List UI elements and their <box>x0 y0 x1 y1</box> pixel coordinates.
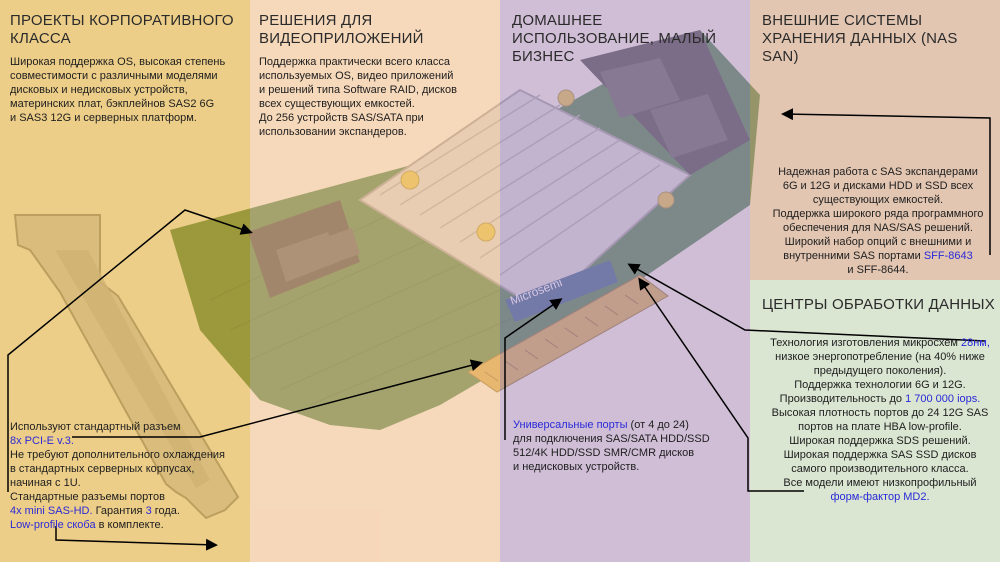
nas-ports-prefix: внутренними SAS портами <box>783 250 924 262</box>
universal-line: для подключения SAS/SATA HDD/SSD <box>513 433 710 445</box>
video-column <box>250 0 500 562</box>
feature-line: Не требуют дополнительного охлаждения <box>10 449 225 461</box>
feature-line: в стандартных серверных корпусах, <box>10 463 195 475</box>
warranty-suffix: года. <box>151 505 180 517</box>
warranty-prefix: Гарантия <box>92 505 146 517</box>
datacenter-line: Все модели имеют низкопрофильный <box>783 477 977 489</box>
video-line: использовании экспандеров. <box>259 126 407 138</box>
enterprise-line: материнских плат, бэкплейнов SAS2 6G <box>10 98 215 110</box>
universal-line: и недисковых устройств. <box>513 461 640 473</box>
tech-prefix: Технология изготовления микросхем <box>770 337 961 349</box>
video-line: До 256 устройств SAS/SATA при <box>259 112 424 124</box>
video-title: РЕШЕНИЯ ДЛЯ ВИДЕОПРИЛОЖЕНИЙ <box>259 12 424 47</box>
datacenter-description: Технология изготовления микросхем 28нм, … <box>762 336 998 504</box>
mini-sas-hd-highlight: 4x mini SAS-HD. <box>10 505 93 517</box>
universal-ports: Универсальные порты (от 4 до 24) для под… <box>513 418 743 474</box>
enterprise-description: Широкая поддержка OS, высокая степень со… <box>10 55 245 125</box>
nas-line: существующих емкостей. <box>812 194 944 206</box>
feature-line: начиная с 1U. <box>10 477 81 489</box>
pci-e-highlight: 8x PCI-E v.3. <box>10 435 74 447</box>
nas-line: 6G и 12G и дисками HDD и SSD всех <box>782 180 974 192</box>
enterprise-line: совместимости с различными моделями <box>10 70 218 82</box>
feature-line: Стандартные разъемы портов <box>10 491 165 503</box>
nas-line: и SFF-8644. <box>847 264 909 276</box>
connector-intro: Используют стандартный разъем <box>10 421 181 433</box>
datacenter-title: ЦЕНТРЫ ОБРАБОТКИ ДАННЫХ <box>762 296 995 313</box>
bracket-suffix: в комплекте. <box>95 519 164 531</box>
datacenter-line: Высокая плотность портов до 24 12G SAS <box>771 407 989 419</box>
universal-line: 512/4K HDD/SSD SMR/CMR дисков <box>513 447 695 459</box>
datacenter-line: Поддержка технологии 6G и 12G. <box>794 379 966 391</box>
28nm-highlight: 28нм, <box>960 337 990 349</box>
enterprise-title: ПРОЕКТЫ КОРПОРАТИВНОГО КЛАССА <box>10 12 234 47</box>
universal-ports-range: (от 4 до 24) <box>627 419 689 431</box>
datacenter-line: низкое энергопотребление (на 40% ниже <box>775 351 985 363</box>
datacenter-line: самого производительного класса. <box>791 463 969 475</box>
video-line: Поддержка практически всего класса <box>259 56 450 68</box>
perf-prefix: Производительность до <box>779 393 906 405</box>
video-description: Поддержка практически всего класса испол… <box>259 55 494 139</box>
card-features: Используют стандартный разъем 8x PCI-E v… <box>10 420 250 532</box>
sff-8643-highlight: SFF-8643 <box>923 250 973 262</box>
nas-line: Поддержка широкого ряда программного <box>772 208 984 220</box>
datacenter-line: Широкая поддержка SAS SSD дисков <box>783 449 977 461</box>
video-line: всех существующих емкостей. <box>259 98 415 110</box>
nas-line: Надежная работа с SAS экспандерами <box>778 166 978 178</box>
nas-description: Надежная работа с SAS экспандерами 6G и … <box>762 165 994 277</box>
video-line: используемых OS, видео приложений <box>259 70 454 82</box>
tech-line: Технология изготовления микросхем 28нм, <box>762 336 998 350</box>
low-profile-highlight: Low-profile скоба <box>10 519 96 531</box>
warranty-years: 3 <box>145 505 152 517</box>
datacenter-line: предыдущего поколения). <box>813 365 947 377</box>
perf-line: Производительность до 1 700 000 iops. <box>762 392 998 406</box>
nas-title: ВНЕШНИЕ СИСТЕМЫ ХРАНЕНИЯ ДАННЫХ (NAS SAN… <box>762 12 958 65</box>
video-line: и решений типа Software RAID, дисков <box>259 84 457 96</box>
datacenter-line: портов на плате HBA low-profile. <box>798 421 962 433</box>
nas-line: обеспечения для NAS/SAS решений. <box>783 222 973 234</box>
universal-first-line: Универсальные порты (от 4 до 24) <box>513 418 743 432</box>
bracket-line: Low-profile скоба в комплекте. <box>10 518 250 532</box>
universal-ports-highlight: Универсальные порты <box>513 419 628 431</box>
iops-highlight: 1 700 000 iops. <box>905 393 981 405</box>
ports-warranty-line: 4x mini SAS-HD. Гарантия 3 года. <box>10 504 250 518</box>
nas-line: Широкий набор опций с внешними и <box>784 236 972 248</box>
form-factor-highlight: форм-фактор MD2. <box>830 491 930 503</box>
datacenter-line: Широкая поддержка SDS решений. <box>789 435 971 447</box>
enterprise-line: дисковых и недисковых устройств, <box>10 84 188 96</box>
nas-ports-line: внутренними SAS портами SFF-8643 <box>762 249 994 263</box>
enterprise-line: и SAS3 12G и серверных платформ. <box>10 112 197 124</box>
enterprise-line: Широкая поддержка OS, высокая степень <box>10 56 226 68</box>
home-column <box>500 0 750 562</box>
home-title: ДОМАШНЕЕ ИСПОЛЬЗОВАНИЕ, МАЛЫЙ БИЗНЕС <box>512 12 717 65</box>
